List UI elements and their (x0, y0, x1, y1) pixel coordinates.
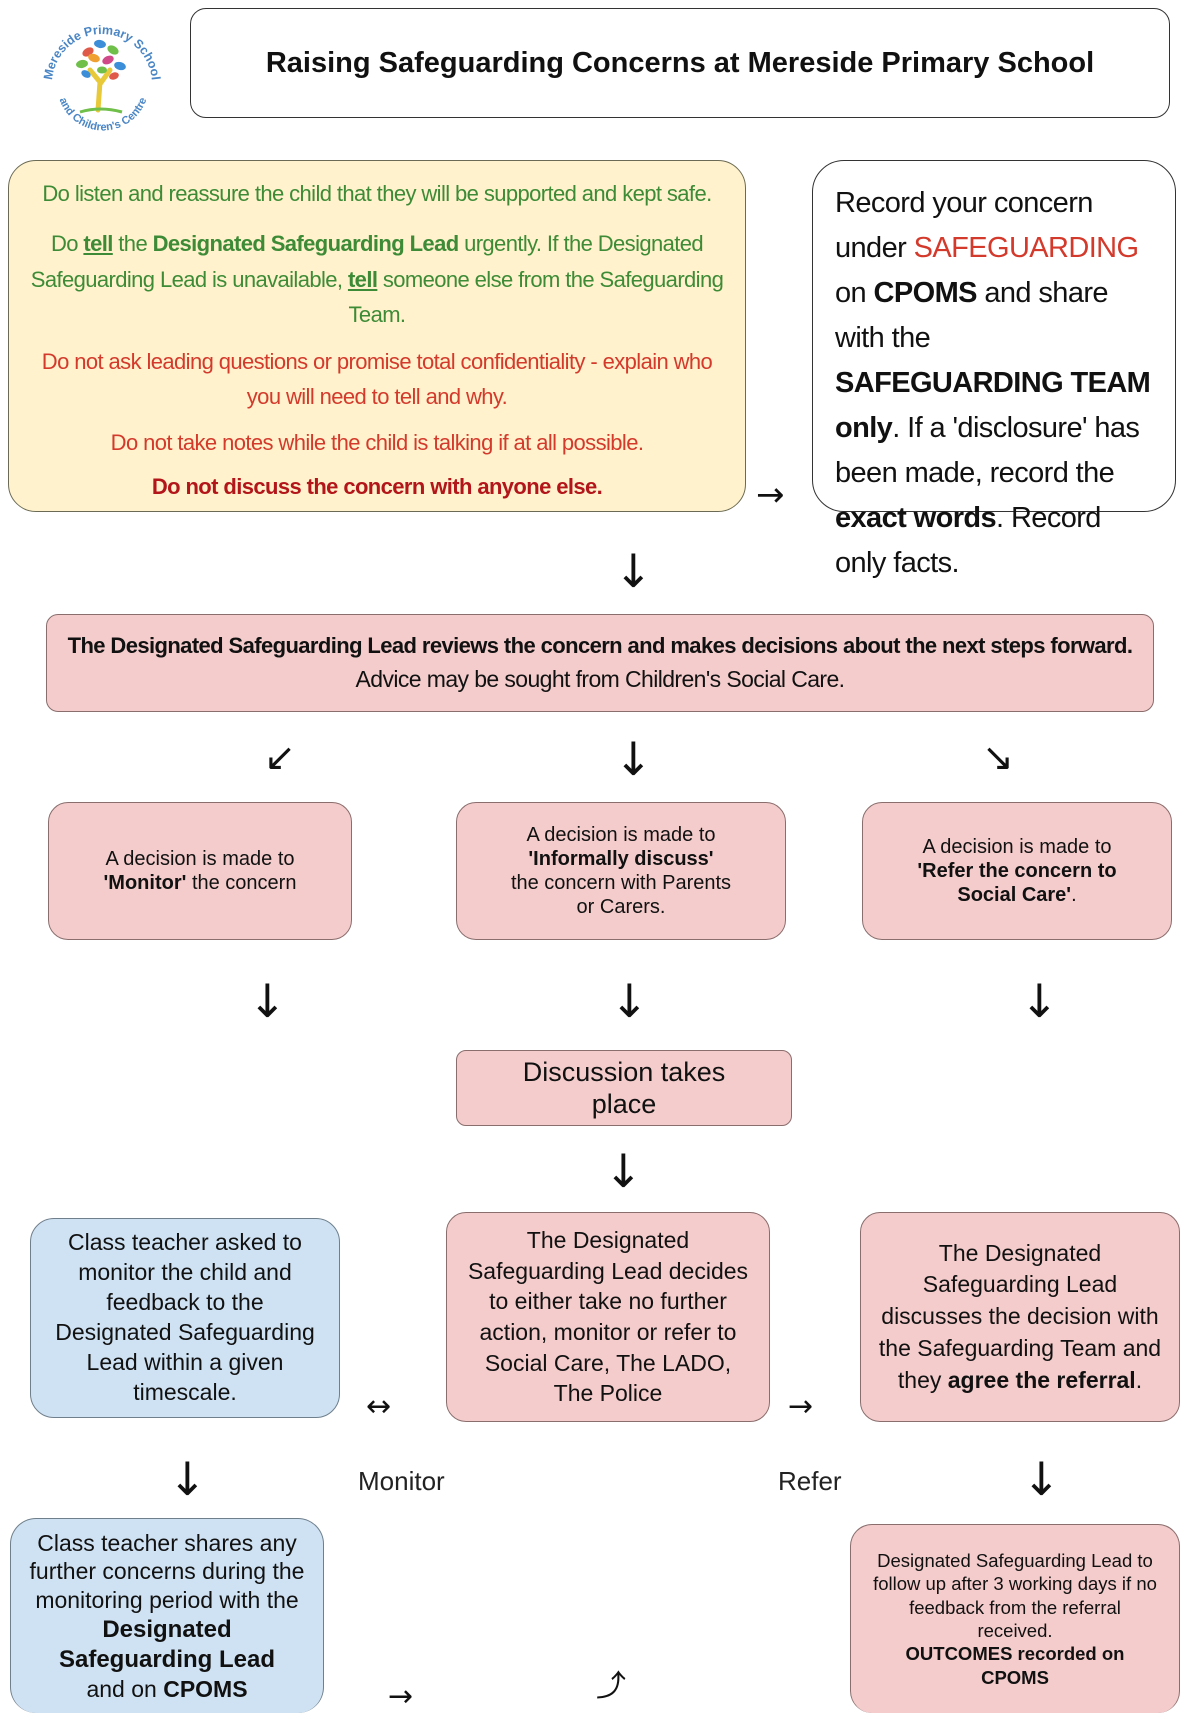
class-teacher-box: Class teacher asked to monitor the child… (30, 1218, 340, 1418)
decision-refer-post: . (1071, 884, 1077, 906)
arrow-right-bottom: → (388, 1679, 414, 1713)
decision-refer-pre: A decision is made to (922, 836, 1112, 858)
dsl-discusses-bold: agree the referral (947, 1366, 1136, 1393)
title-box: Raising Safeguarding Concerns at Meresid… (190, 8, 1170, 118)
decision-monitor-pre: A decision is made to (105, 848, 295, 870)
dsl-decides-box: The Designated Safeguarding Lead decides… (446, 1212, 770, 1422)
guidance-tell: Do tell the Designated Safeguarding Lead… (25, 226, 729, 332)
decision-refer-box: A decision is made to 'Refer the concern… (862, 802, 1172, 940)
teacher-shares-box: Class teacher shares any further concern… (10, 1518, 324, 1713)
discussion-box: Discussion takes place (456, 1050, 792, 1126)
guidance-rest-text: urgently. If the Designated Safeguarding… (30, 231, 704, 292)
guidance-no-notes: Do not take notes while the child is tal… (110, 430, 644, 456)
review-box: The Designated Safeguarding Lead reviews… (46, 614, 1154, 712)
dsl-discusses-pre: The Designated Safeguarding Lead discuss… (878, 1239, 1162, 1393)
decision-discuss-box: A decision is made to 'Informally discus… (456, 802, 786, 940)
decision-monitor-post: the concern (191, 872, 297, 894)
arrow-down-discussion: ↓ (604, 1144, 643, 1198)
decision-monitor-box: A decision is made to 'Monitor' the conc… (48, 802, 352, 940)
record-p1: Record your concern under (835, 187, 1093, 264)
arrow-down-monitor: ↓ (248, 974, 287, 1028)
teacher-shares-bold2: CPOMS (163, 1675, 248, 1702)
guidance-box: Do listen and reassure the child that th… (8, 160, 746, 512)
guidance-no-discuss: Do not discuss the concern with anyone e… (151, 473, 603, 499)
arrow-right-record: → (756, 475, 785, 515)
discussion-text: Discussion takes place (522, 1056, 726, 1119)
record-p4: . Record only facts. (835, 501, 1101, 579)
review-bold: The Designated Safeguarding Lead reviews… (67, 633, 1133, 659)
guidance-dsl-text: Designated Safeguarding Lead (152, 231, 460, 257)
school-logo: Mereside Primary School and Children's C… (30, 12, 170, 136)
teacher-shares-bold1: Designated Safeguarding Lead (58, 1615, 276, 1673)
class-teacher-text: Class teacher asked to monitor the child… (55, 1229, 315, 1405)
followup-box: Designated Safeguarding Lead to follow u… (850, 1524, 1180, 1713)
record-box: Record your concern under SAFEGUARDING o… (812, 160, 1176, 579)
page-title: Raising Safeguarding Concerns at Meresid… (265, 46, 1095, 79)
guidance-tell-emph: tell (83, 231, 113, 257)
arrow-down-teacher: ↓ (168, 1452, 207, 1506)
dsl-discusses-box: The Designated Safeguarding Lead discuss… (860, 1212, 1180, 1422)
logo-bottom-text: and Children's Centre (57, 96, 150, 134)
record-team: SAFEGUARDING TEAM (835, 366, 1151, 399)
arrow-down-left: ↙ (264, 735, 296, 779)
monitor-label: Monitor (358, 1466, 445, 1496)
review-normal: Advice may be sought from Children's Soc… (355, 666, 845, 693)
guidance-the-text: the (118, 231, 148, 257)
dsl-discusses-post: . (1135, 1366, 1143, 1393)
followup-bold: OUTCOMES recorded on CPOMS (905, 1643, 1125, 1688)
guidance-tell2-emph: tell (347, 266, 378, 292)
record-cpoms: CPOMS (873, 276, 978, 309)
arrow-down-followup: ↓ (1022, 1452, 1061, 1506)
arrow-right-refer: → (788, 1389, 814, 1424)
record-only: only (835, 411, 893, 444)
svg-text:and Children's Centre: and Children's Centre (57, 96, 150, 134)
record-on: on (835, 276, 867, 309)
guidance-listen: Do listen and reassure the child that th… (42, 181, 712, 206)
record-p2: and share with the (835, 276, 1109, 354)
record-safeguarding: SAFEGUARDING (913, 231, 1139, 264)
arrow-down-review: ↓ (614, 544, 653, 598)
arrow-down-discuss: ↓ (610, 974, 649, 1028)
guidance-do-text: Do (50, 231, 79, 257)
refer-label: Refer (778, 1466, 842, 1496)
arrow-both-monitor: ↔ (366, 1389, 392, 1424)
decision-discuss-bold: 'Informally discuss' (528, 848, 714, 870)
arrow-down-refer: ↓ (1020, 974, 1059, 1028)
arrow-down-center: ↓ (614, 732, 653, 786)
record-p3: . If a 'disclosure' has been made, recor… (835, 411, 1140, 489)
decision-refer-bold: 'Refer the concern to Social Care' (917, 860, 1117, 906)
decision-monitor-bold: 'Monitor' (103, 872, 187, 894)
followup-pre: Designated Safeguarding Lead to follow u… (873, 1550, 1157, 1641)
dsl-decides-text: The Designated Safeguarding Lead decides… (467, 1227, 749, 1407)
guidance-no-leading: Do not ask leading questions or promise … (41, 348, 713, 410)
decision-discuss-pre: A decision is made to (526, 824, 716, 846)
record-exact: exact words (835, 501, 997, 534)
arrow-curve-bottom: ⤴ (596, 1669, 626, 1704)
teacher-shares-mid: and on (86, 1675, 157, 1702)
arrow-down-right: ↘ (982, 735, 1014, 779)
decision-discuss-post: the concern with Parents or Carers. (510, 872, 732, 918)
guidance-end-text: someone else from the Safeguarding Team. (348, 266, 724, 327)
teacher-shares-pre: Class teacher shares any further concern… (29, 1529, 305, 1614)
